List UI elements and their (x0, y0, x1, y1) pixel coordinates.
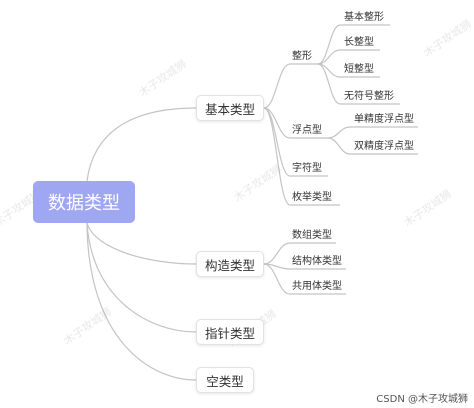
connector-basic-char (263, 107, 291, 177)
connector-basic-enum (263, 107, 291, 206)
node-basic-type[interactable]: 基本类型 (196, 95, 264, 121)
label-single-float[interactable]: 单精度浮点型 (354, 114, 414, 125)
connector-basic-integer (263, 63, 291, 109)
label-char[interactable]: 字符型 (292, 163, 322, 174)
connector-float-double (327, 137, 351, 155)
connector-integer-basic-int (317, 24, 341, 65)
connector-root-basic (86, 107, 197, 182)
node-construct-type[interactable]: 构造类型 (196, 251, 264, 277)
label-enum[interactable]: 枚举类型 (292, 192, 332, 203)
label-long-int[interactable]: 长整型 (344, 37, 374, 48)
connector-root-construct (86, 222, 197, 265)
label-float[interactable]: 浮点型 (292, 125, 322, 136)
label-basic-int[interactable]: 基本整形 (344, 12, 384, 23)
label-union-type[interactable]: 共用体类型 (292, 281, 342, 292)
node-pointer-type[interactable]: 指针类型 (196, 319, 264, 345)
root-node[interactable]: 数据类型 (33, 181, 135, 223)
label-unsigned-int[interactable]: 无符号整形 (344, 91, 394, 102)
connector-construct-array (263, 242, 291, 265)
connector-integer-long (317, 49, 341, 65)
connector-integer-unsigned (317, 63, 341, 105)
label-array-type[interactable]: 数组类型 (292, 230, 332, 241)
connector-root-pointer (86, 222, 197, 333)
connector-root-void (86, 222, 197, 381)
label-short-int[interactable]: 短整型 (344, 64, 374, 75)
node-void-type[interactable]: 空类型 (196, 367, 254, 393)
csdn-watermark: CSDN @木子攻城狮 (376, 394, 468, 405)
label-struct-type[interactable]: 结构体类型 (292, 256, 342, 267)
connector-construct-union (263, 263, 291, 295)
label-integer[interactable]: 整形 (292, 51, 312, 62)
connector-float-single (327, 126, 351, 139)
label-double-float[interactable]: 双精度浮点型 (354, 141, 414, 152)
